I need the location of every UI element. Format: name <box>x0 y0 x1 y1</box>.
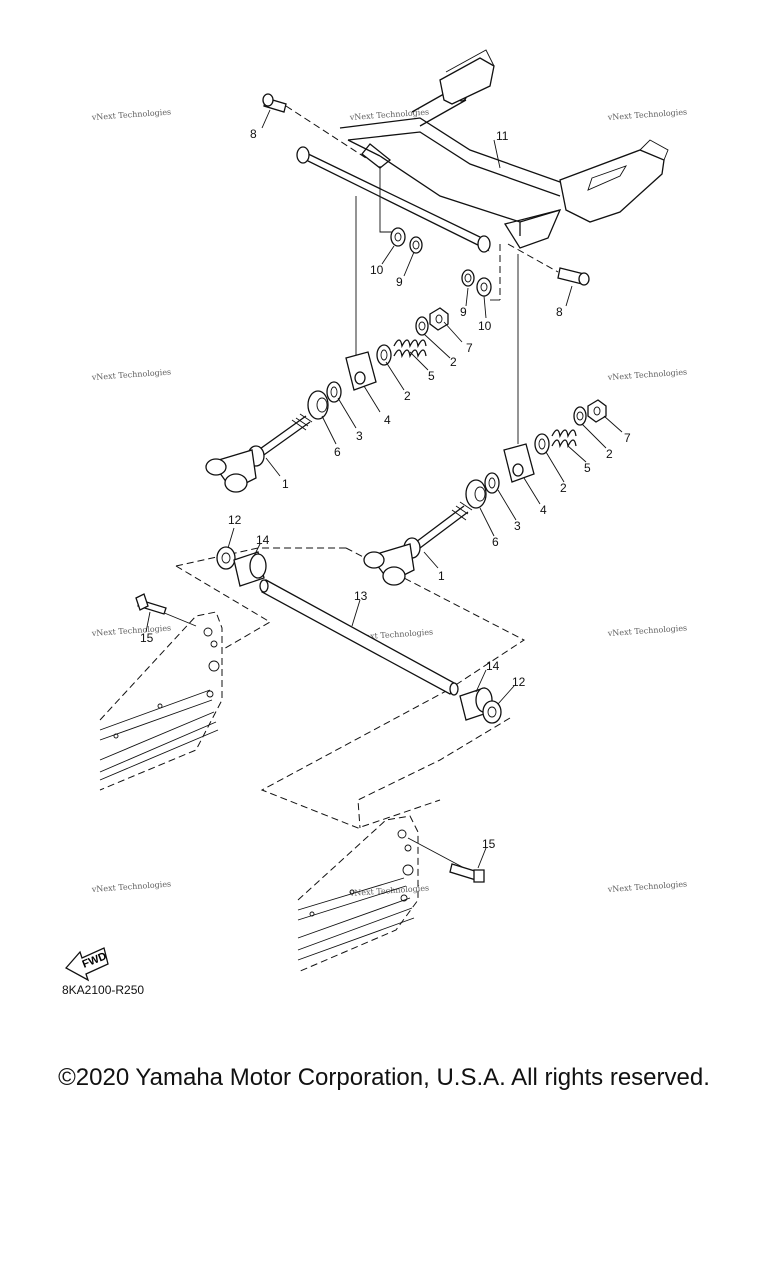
callout-4: 4 <box>540 503 547 517</box>
callout-14: 14 <box>256 533 270 547</box>
watermark: vNext Technologies <box>91 367 172 382</box>
callout-5: 5 <box>428 369 435 383</box>
callout-9: 9 <box>396 275 403 289</box>
callout-9: 9 <box>460 305 467 319</box>
callout-14: 14 <box>486 659 500 673</box>
diagram-code: 8KA2100-R250 <box>62 983 144 997</box>
callout-8: 8 <box>250 127 257 141</box>
callout-8: 8 <box>556 305 563 319</box>
fwd-arrow-icon: FWD <box>64 947 109 982</box>
callout-10: 10 <box>478 319 492 333</box>
callout-1: 1 <box>282 477 289 491</box>
copyright-notice: ©2020 Yamaha Motor Corporation, U.S.A. A… <box>58 1064 710 1091</box>
watermark: vNext Technologies <box>91 107 172 122</box>
lower-shaft-assembly <box>135 546 502 883</box>
callout-3: 3 <box>356 429 363 443</box>
watermark: vNext Technologies <box>91 879 172 894</box>
watermarks: vNext Technologies vNext Technologies vN… <box>91 107 688 898</box>
watermark: vNext Technologies <box>607 879 688 894</box>
watermark: vNext Technologies <box>607 107 688 122</box>
callout-11: 11 <box>496 129 509 143</box>
watermark: vNext Technologies <box>91 623 172 638</box>
callout-5: 5 <box>584 461 591 475</box>
right-slide-rail <box>297 815 419 973</box>
callout-6: 6 <box>334 445 341 459</box>
callout-1: 1 <box>438 569 445 583</box>
callout-3: 3 <box>514 519 521 533</box>
washers-upper <box>390 227 492 297</box>
callout-2: 2 <box>560 481 567 495</box>
callout-numbers: 8 11 10 9 9 10 8 7 2 5 2 4 3 6 1 7 2 5 2… <box>140 127 631 851</box>
callout-15: 15 <box>482 837 496 851</box>
callout-4: 4 <box>384 413 391 427</box>
callout-2: 2 <box>606 447 613 461</box>
watermark: vNext Technologies <box>607 367 688 382</box>
left-slide-rail <box>99 611 223 791</box>
callout-leaders <box>145 109 623 869</box>
callout-15: 15 <box>140 631 154 645</box>
callout-7: 7 <box>624 431 631 445</box>
callout-12: 12 <box>228 513 242 527</box>
right-rod-assembly <box>363 399 607 586</box>
exploded-parts-diagram: vNext Technologies vNext Technologies vN… <box>62 49 688 997</box>
callout-13: 13 <box>354 589 368 603</box>
watermark: vNext Technologies <box>607 623 688 638</box>
callout-7: 7 <box>466 341 473 355</box>
left-rod-assembly <box>205 307 449 493</box>
callout-2: 2 <box>450 355 457 369</box>
callout-10: 10 <box>370 263 384 277</box>
rear-arm-frame <box>262 49 669 286</box>
callout-12: 12 <box>512 675 526 689</box>
callout-2: 2 <box>404 389 411 403</box>
callout-6: 6 <box>492 535 499 549</box>
